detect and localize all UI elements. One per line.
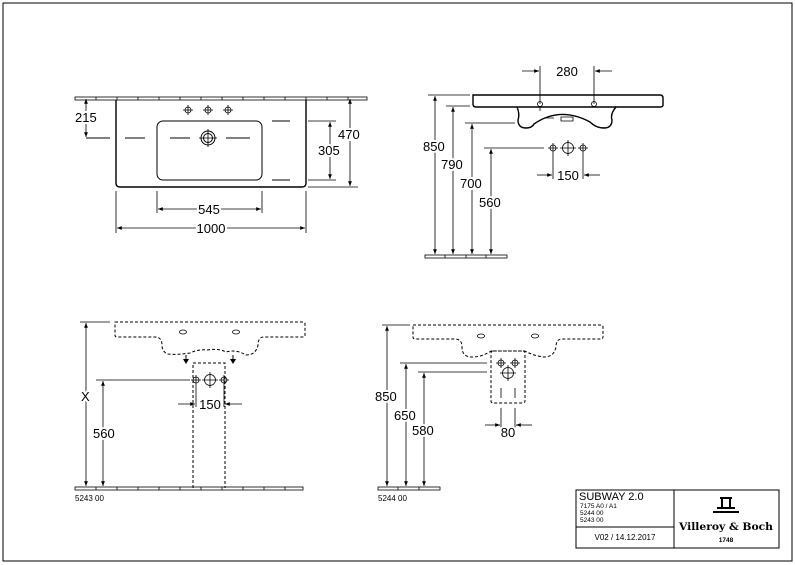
dim-545: 545 [198, 202, 220, 217]
dim-280: 280 [556, 64, 578, 79]
drain-icon [199, 129, 217, 147]
dim-150: 150 [199, 397, 221, 412]
dim-80: 80 [501, 425, 515, 440]
basin-outline-dashed [114, 321, 306, 356]
tap-hole-icon [202, 104, 214, 116]
top-view: 215 305 470 545 1000 [73, 96, 368, 238]
product-code: 5243 00 [580, 517, 604, 524]
dim-150: 150 [557, 168, 579, 183]
brand-logo: Villeroy & Boch 1748 [678, 497, 774, 544]
supply-icon [547, 142, 559, 154]
pedestal-outline-dashed [490, 350, 526, 404]
drain-outlet-icon [201, 371, 219, 389]
supply-icon [495, 357, 507, 369]
dim-790: 790 [441, 157, 463, 172]
view-label: 5243 00 [75, 494, 104, 503]
dim-470: 470 [338, 127, 360, 142]
view-5243: 150 X 560 5243 00 [74, 321, 306, 503]
bowl-profile [516, 106, 617, 129]
version-date: V02 / 14.12.2017 [595, 533, 656, 542]
floor-strip [377, 486, 441, 491]
drain-outlet-icon [499, 364, 517, 382]
pedestal-outline-dashed [192, 362, 226, 488]
dim-850: 850 [375, 389, 397, 404]
view-5244: 80 850 650 580 5244 00 [373, 324, 604, 503]
dim-700: 700 [460, 176, 482, 191]
view-label: 5244 00 [378, 494, 407, 503]
title-block: SUBWAY 2.0 7175 A0 / A1 5244 00 5243 00 … [575, 489, 780, 549]
dim-560: 560 [93, 426, 115, 441]
dim-650: 650 [394, 408, 416, 423]
drain-outlet-icon [559, 139, 577, 157]
dim-1000: 1000 [197, 221, 226, 236]
bowl-outline [156, 120, 263, 181]
svg-text:Villeroy & Boch: Villeroy & Boch [678, 522, 774, 533]
supply-icon [577, 142, 589, 154]
product-name: SUBWAY 2.0 [579, 491, 644, 503]
side-view: 280 850 790 700 560 150 [421, 64, 664, 259]
slab-outline [472, 94, 664, 108]
basin-outline-dashed [412, 324, 604, 358]
dim-560: 560 [479, 195, 501, 210]
dim-x: X [81, 389, 90, 404]
floor-strip [424, 254, 508, 259]
supply-icon [509, 357, 521, 369]
basin-outline [115, 100, 307, 188]
product-code: 5244 00 [580, 510, 604, 517]
svg-text:1748: 1748 [719, 537, 734, 544]
product-code: 7175 A0 / A1 [580, 503, 617, 510]
dim-850: 850 [423, 139, 445, 154]
supply-icon [218, 374, 230, 386]
wall-strip [74, 96, 368, 101]
floor-strip [74, 486, 304, 491]
tap-hole-icon [222, 104, 234, 116]
arrow-down-icon [183, 359, 236, 364]
dim-215: 215 [75, 110, 97, 125]
dim-305: 305 [318, 143, 340, 158]
tap-hole-icon [182, 104, 194, 116]
dim-580: 580 [412, 423, 434, 438]
